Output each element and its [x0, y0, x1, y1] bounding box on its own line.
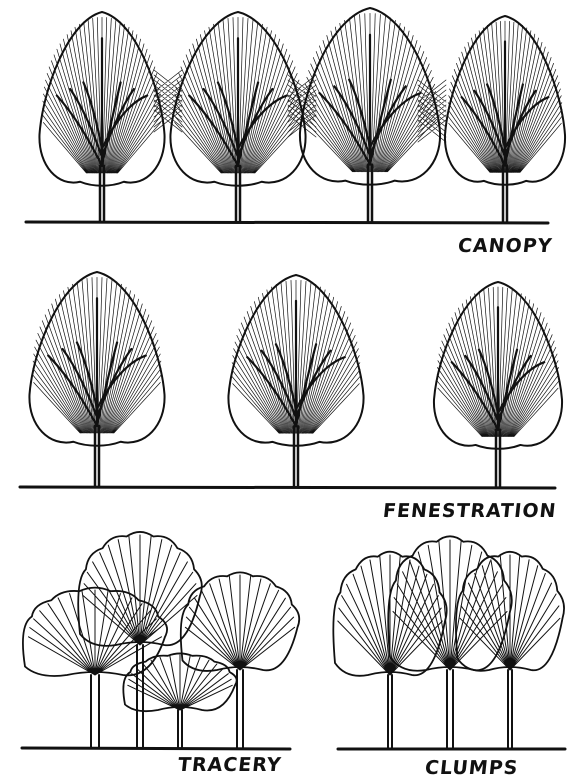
canopy-veins: [83, 535, 197, 645]
tracery-tree-front: [123, 653, 236, 748]
tree-branches: [189, 38, 287, 166]
tree-trunk: [368, 165, 372, 222]
clumps-group: [333, 536, 564, 748]
fenestration-tree-3: [434, 282, 562, 487]
tree-trunk: [236, 166, 240, 222]
tree-trunk: [503, 166, 507, 222]
tracery-tree-left: [23, 588, 167, 748]
canopy-tree-2: [170, 12, 305, 222]
canopy-tree-4: [445, 16, 565, 222]
fenestration-label: FENESTRATION: [382, 500, 558, 522]
canopy-tree-3: [300, 8, 440, 222]
clumps-label: CLUMPS: [424, 757, 520, 779]
tree-branches: [319, 35, 420, 165]
canopy-ground-line: [26, 222, 548, 223]
tree-trunk: [237, 670, 243, 748]
tree-trunk: [496, 430, 500, 487]
tree-branches: [48, 298, 146, 426]
tree-branches: [452, 307, 544, 430]
tree-trunk: [388, 675, 392, 748]
canopy-row: [39, 8, 565, 222]
tree-trunk: [100, 166, 104, 222]
canopy-tree-1: [39, 12, 164, 222]
fenestration-ground-line: [20, 487, 555, 488]
canopy-veins: [460, 555, 560, 670]
tree-branches: [57, 38, 147, 166]
tree-trunk: [91, 675, 99, 748]
fenestration-tree-2: [228, 275, 363, 487]
tree-trunk: [294, 426, 298, 487]
tracery-group: [23, 532, 299, 748]
tree-branches: [462, 42, 549, 166]
tracery-ground-line: [22, 748, 290, 749]
fenestration-tree-1: [29, 272, 164, 487]
tracery-tree-back: [78, 532, 202, 748]
tree-trunk: [137, 645, 143, 748]
canopy-label: CANOPY: [457, 235, 554, 257]
tree-trunk: [95, 426, 99, 487]
tracery-label: TRACERY: [177, 754, 283, 776]
tree-trunk: [508, 670, 512, 748]
clumps-tree-right: [456, 552, 564, 748]
canopy-veins: [393, 540, 507, 670]
tree-trunk: [447, 670, 453, 748]
tree-branches: [247, 301, 345, 427]
tree-trunk: [178, 710, 182, 748]
fenestration-row: [29, 272, 562, 487]
